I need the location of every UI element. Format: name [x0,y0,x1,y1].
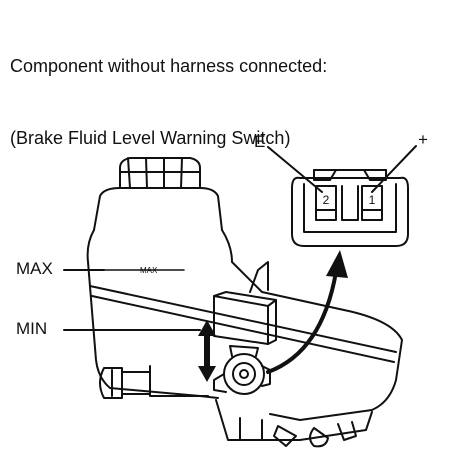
max-label: MAX [16,259,53,278]
connector-pointer-arrow [266,250,348,374]
title-line-2: (Brake Fluid Level Warning Switch) [10,128,291,148]
master-cylinder-fitting [99,365,373,448]
terminal-e-label: E [254,132,266,151]
reservoir-tank [86,229,403,421]
terminal-2-cavity [315,185,337,211]
pin-1-label: 1 [369,193,376,207]
pin-2-label: 2 [323,193,330,207]
reservoir-max-mark: MAX [140,266,158,275]
reservoir-cap [93,157,223,231]
harness-connector [291,169,409,247]
terminal-e-leader [267,146,323,193]
diagram-title: Component without harness connected: (Br… [10,6,327,174]
terminal-plus-label: + [418,130,428,149]
terminal-1-cavity [361,185,383,211]
title-line-1: Component without harness connected: [10,56,328,76]
float-travel-arrow [198,320,216,382]
level-warning-switch [213,291,277,395]
min-label: MIN [16,319,48,338]
terminal-plus-leader [371,145,417,193]
